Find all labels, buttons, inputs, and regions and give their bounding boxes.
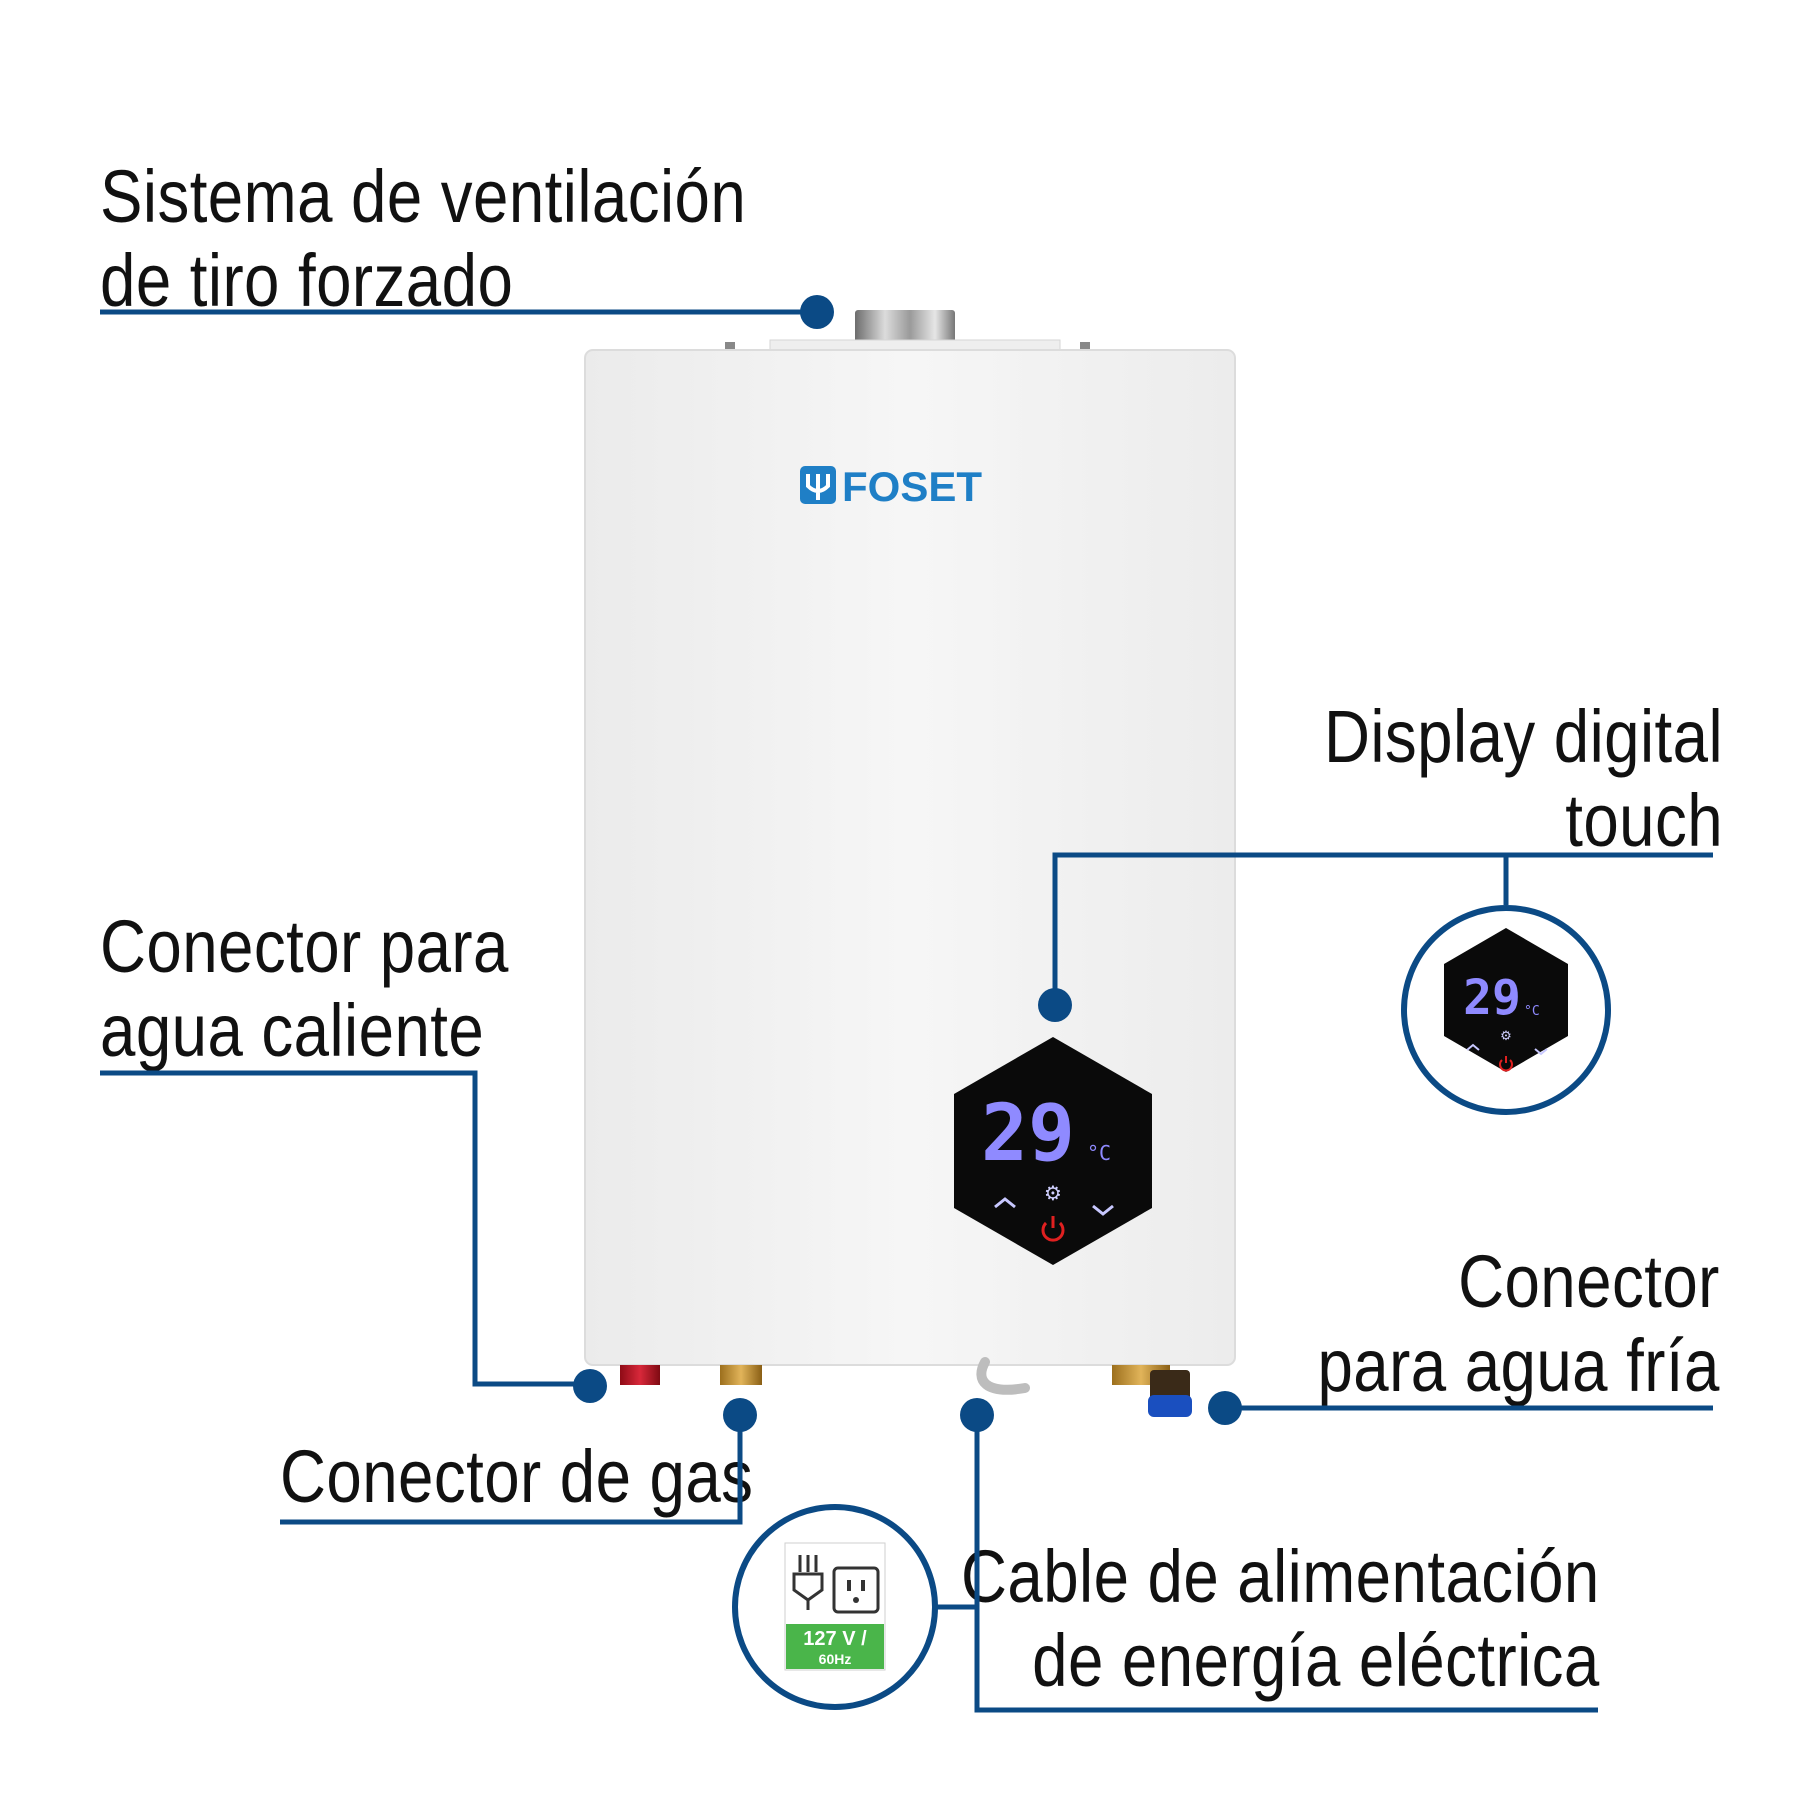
- outlet-icon: [832, 1566, 880, 1614]
- power-icon[interactable]: [1041, 1216, 1065, 1242]
- gas-label: Conector de gas: [280, 1435, 753, 1519]
- display-label: Display digital touch: [1324, 695, 1723, 863]
- gas-dot: [723, 1398, 757, 1432]
- power-dot: [960, 1398, 994, 1432]
- vent-label-line2: de tiro forzado: [100, 239, 514, 322]
- down-arrow-icon[interactable]: [1092, 1204, 1114, 1216]
- voltage-text: 127 V /: [803, 1628, 867, 1650]
- up-arrow-icon[interactable]: [994, 1197, 1016, 1209]
- hot-water-label-line2: agua caliente: [100, 989, 485, 1072]
- cold-water-connector: [1112, 1365, 1192, 1417]
- power-label: Cable de alimentación de energía eléctri…: [961, 1535, 1600, 1703]
- inset-temperature-unit: °C: [1524, 1004, 1540, 1019]
- callout-dots: [573, 295, 1242, 1432]
- hot-water-label-line1: Conector para: [100, 905, 509, 988]
- display-callout-line: [1052, 852, 1713, 1005]
- brand-logo: FOSET: [800, 463, 982, 510]
- settings-icon[interactable]: ⚙: [1044, 1181, 1062, 1205]
- gas-connector: [720, 1365, 762, 1385]
- gas-callout-line: [280, 1415, 743, 1525]
- power-callout-line: [974, 1415, 1598, 1713]
- temperature-unit: °C: [1087, 1141, 1111, 1165]
- brand-name: FOSET: [842, 463, 982, 510]
- inset-down-arrow-icon: [1534, 1048, 1548, 1056]
- display-zoom-inset: 29 °C ⚙: [1401, 905, 1611, 1115]
- cold-water-label-line1: Conector: [1458, 1240, 1720, 1323]
- hot-water-dot: [573, 1369, 607, 1403]
- gas-label-line1: Conector de gas: [280, 1435, 754, 1518]
- hot-water-connector: [620, 1365, 660, 1385]
- inset-up-arrow-icon: [1466, 1043, 1480, 1051]
- display-label-line2: touch: [1565, 779, 1723, 862]
- plug-icon: [792, 1555, 824, 1610]
- cold-water-dot: [1208, 1391, 1242, 1425]
- inset-temperature-readout: 29: [1463, 970, 1521, 1026]
- frequency-text: 60Hz: [819, 1651, 852, 1667]
- power-plug-inset: 127 V / 60Hz: [732, 1504, 938, 1710]
- display-label-line1: Display digital: [1323, 695, 1723, 778]
- vent-dot: [800, 295, 834, 329]
- display-dot: [1038, 988, 1072, 1022]
- vent-label-line1: Sistema de ventilación: [100, 155, 747, 238]
- temperature-readout: 29: [981, 1089, 1075, 1179]
- power-label-line2: de energía eléctrica: [1032, 1619, 1600, 1702]
- power-cable: [976, 1357, 1030, 1395]
- hot-water-callout-line: [100, 1070, 590, 1387]
- power-label-line1: Cable de alimentación: [961, 1535, 1600, 1618]
- vent-label: Sistema de ventilación de tiro forzado: [100, 155, 746, 323]
- inset-power-icon: [1499, 1056, 1513, 1072]
- touch-display: 29 °C ⚙: [954, 1037, 1152, 1265]
- cold-water-label-line2: para agua fría: [1317, 1324, 1720, 1407]
- cold-water-label: Conector para agua fría: [1318, 1240, 1720, 1408]
- inset-settings-icon: ⚙: [1500, 1029, 1512, 1044]
- callout-lines: [100, 309, 1713, 1713]
- voltage-badge: [786, 1624, 884, 1669]
- hot-water-label: Conector para agua caliente: [100, 905, 509, 1073]
